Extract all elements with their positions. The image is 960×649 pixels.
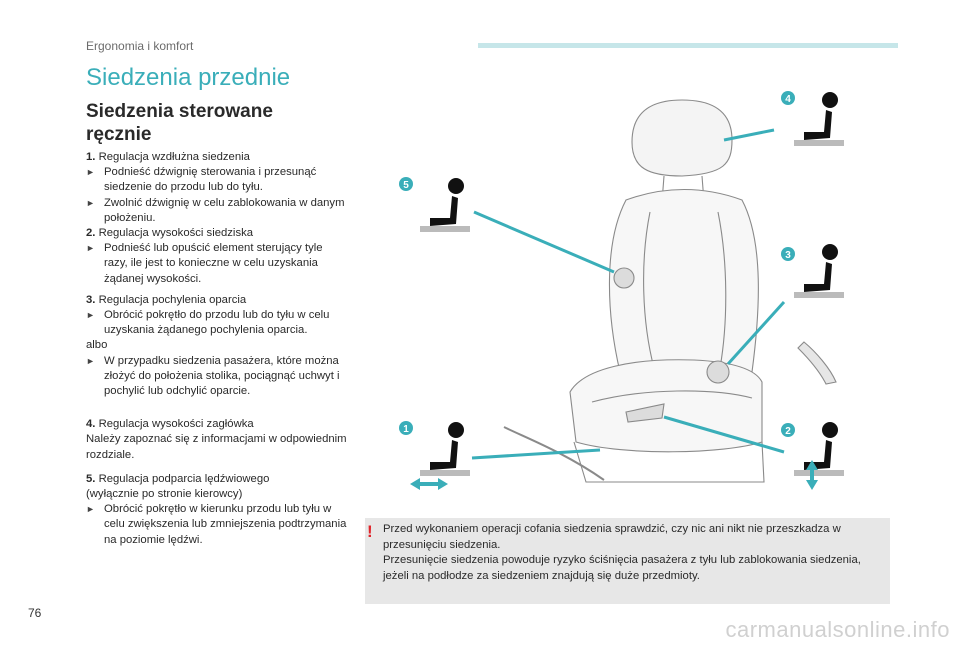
item-4-text: Należy zapoznać się z informacjami w odp…: [86, 433, 347, 461]
item-5-sub: (wyłącznie po stronie kierowcy): [86, 488, 243, 501]
arrow-bullet-icon: ►: [86, 197, 95, 208]
lumbar-knob: [613, 267, 635, 289]
svg-text:1: 1: [403, 424, 409, 435]
item-1-bullet-1: ►Podnieść dźwignię sterowania i przesuną…: [86, 166, 317, 194]
item-2-heading: 2. Regulacja wysokości siedziska: [86, 227, 254, 240]
watermark: carmanualsonline.info: [725, 617, 950, 642]
fold-handle: [797, 341, 837, 385]
arrow-bullet-icon: ►: [86, 167, 95, 178]
seat-rail: [503, 426, 605, 481]
badge-3: 3: [781, 247, 795, 261]
item-1-heading: 1. Regulacja wzdłużna siedzenia: [86, 151, 250, 163]
pictogram-3: [794, 244, 844, 298]
page-title: Siedzenia przednie: [86, 64, 291, 91]
item-4-heading: 4. Regulacja wysokości zagłówka: [86, 418, 254, 431]
page-subtitle: Siedzenia sterowane ręcznie: [86, 101, 273, 145]
item-3-or: albo: [86, 339, 108, 352]
svg-text:3: 3: [785, 250, 791, 261]
recline-knob: [706, 360, 730, 384]
warning-box: ! Przed wykonaniem operacji cofania sied…: [365, 518, 890, 604]
instructions-text: 1. Regulacja wzdłużna siedzenia ►Podnieś…: [86, 150, 348, 548]
badge-5: 5: [399, 177, 413, 191]
arrow-horizontal-icon: [410, 478, 448, 490]
badge-2: 2: [781, 423, 795, 437]
exclamation-icon: !: [367, 522, 373, 541]
badge-1: 1: [399, 421, 413, 435]
pictogram-5: [420, 178, 470, 232]
item-5-heading: 5. Regulacja podparcia lędźwiowego: [86, 472, 270, 485]
height-lever: [625, 403, 665, 423]
arrow-vertical-icon: [806, 460, 818, 490]
header-accent-bar: [478, 43, 898, 48]
arrow-bullet-icon: ►: [86, 504, 95, 515]
arrow-bullet-icon: ►: [86, 243, 95, 254]
seat-illustration: 1 2 3 4 5: [399, 91, 844, 490]
pictogram-1: [420, 422, 470, 476]
page-number: 76: [28, 606, 42, 620]
svg-text:5: 5: [403, 180, 409, 191]
item-3-heading: 3. Regulacja pochylenia oparcia: [86, 293, 247, 306]
warning-text: Przed wykonaniem operacji cofania siedze…: [383, 522, 883, 584]
arrow-bullet-icon: ►: [86, 355, 95, 366]
svg-text:2: 2: [785, 426, 791, 437]
badge-4: 4: [781, 91, 795, 105]
warning-line-1: Przed wykonaniem operacji cofania siedze…: [383, 523, 841, 551]
item-3-bullet-2: ►W przypadku siedzenia pasażera, które m…: [86, 354, 340, 398]
item-2-bullet-1: ►Podnieść lub opuścić element sterujący …: [86, 242, 323, 285]
pictogram-4: [794, 92, 844, 146]
item-5-bullet-1: ►Obrócić pokrętło w kierunku przodu lub …: [86, 503, 347, 546]
item-3-bullet-1: ►Obrócić pokrętło do przodu lub do tyłu …: [86, 309, 330, 337]
svg-text:4: 4: [785, 94, 791, 105]
item-1-bullet-2: ►Zwolnić dźwignię w celu zablokowania w …: [86, 196, 345, 224]
headrest: [631, 99, 733, 177]
pictogram-2: [794, 422, 844, 476]
section-title: Ergonomia i komfort: [86, 39, 194, 53]
arrow-bullet-icon: ►: [86, 310, 95, 321]
warning-line-2: Przesunięcie siedzenia powoduje ryzyko ś…: [383, 554, 861, 582]
